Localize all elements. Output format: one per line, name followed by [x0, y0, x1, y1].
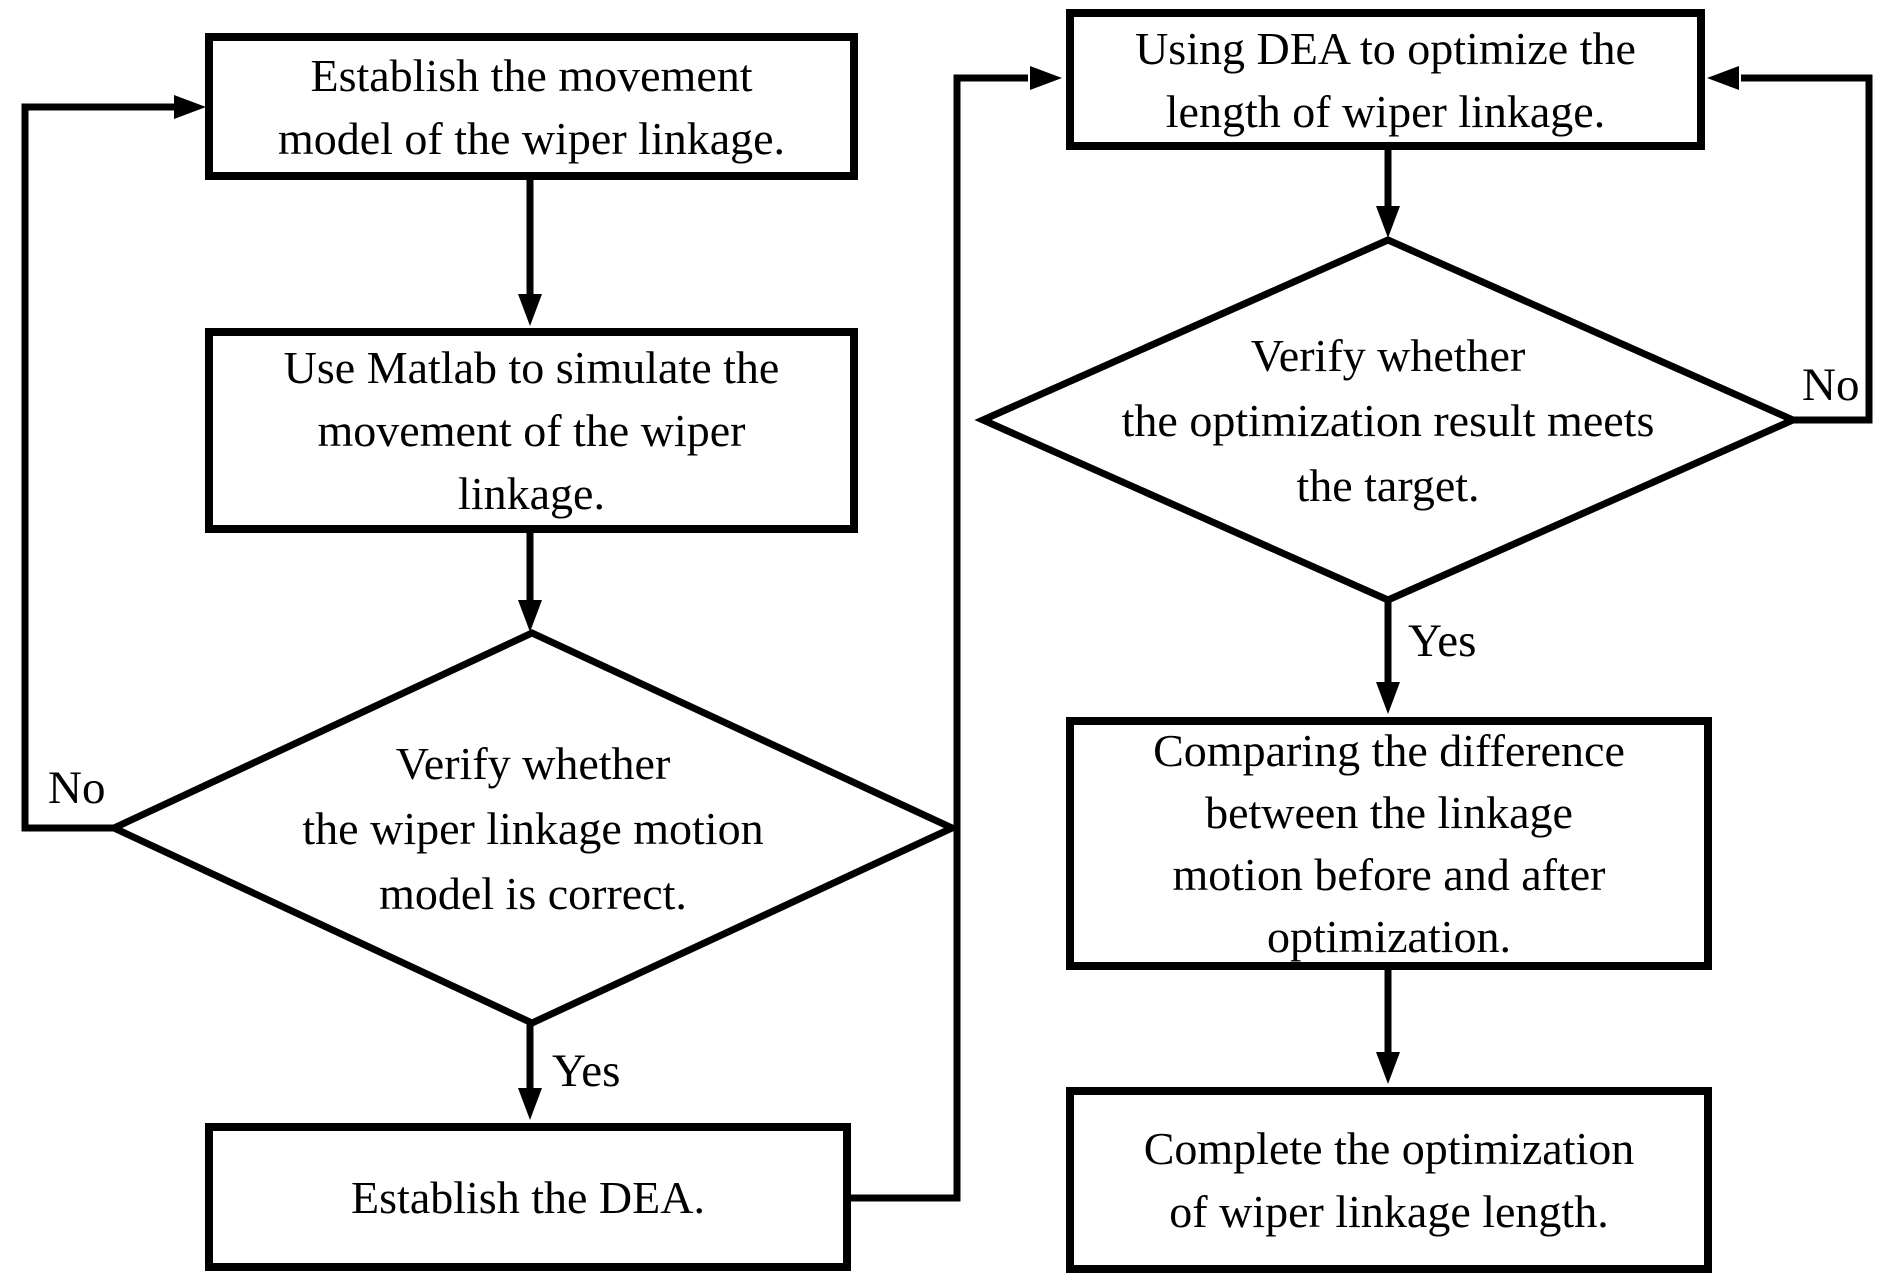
box-line: of wiper linkage length.: [1169, 1186, 1609, 1237]
process-box-matlab-simulation: Use Matlab to simulate the movement of t…: [205, 328, 858, 533]
arrow-yes-to-establish-dea: [518, 1023, 542, 1120]
no-branch-label-left: No: [48, 762, 106, 814]
process-box-using-dea: Using DEA to optimize the length of wipe…: [1066, 9, 1705, 150]
no-feedback-loop-left: [21, 95, 206, 832]
box-line: movement of the wiper: [317, 405, 746, 456]
no-feedback-loop-right: [1707, 66, 1873, 424]
no-branch-label-right: No: [1802, 359, 1860, 411]
box-line: between the linkage: [1205, 786, 1573, 838]
process-box-comparing: Comparing the difference between the lin…: [1066, 717, 1712, 970]
box-line: motion before and after: [1172, 848, 1606, 900]
box-line: optimization.: [1266, 910, 1511, 962]
box-line: Use Matlab to simulate the: [283, 342, 780, 393]
box-line: Comparing the difference: [1153, 724, 1625, 776]
box-line: Establish the movement: [310, 49, 753, 101]
box-line: linkage.: [458, 468, 605, 519]
arrow-comparing-to-complete: [1376, 970, 1400, 1084]
arrow-usingdea-to-verify-result: [1376, 150, 1400, 238]
box-line: Complete the optimization: [1143, 1123, 1635, 1174]
box-line: length of wiper linkage.: [1165, 85, 1606, 137]
arrow-matlab-to-verify: [518, 532, 542, 632]
box-line: model of the wiper linkage.: [277, 112, 786, 164]
process-box-establish-dea: Establish the DEA.: [205, 1123, 851, 1271]
process-box-establish-model: Establish the movement model of the wipe…: [205, 33, 858, 180]
arrow-establish-to-matlab: [518, 180, 542, 326]
arrow-yes-to-comparing: [1376, 600, 1400, 714]
yes-branch-label-right: Yes: [1408, 615, 1477, 667]
box-line: Using DEA to optimize the: [1135, 22, 1636, 74]
decision-diamond-verify-model: [105, 629, 961, 1027]
yes-branch-label-left: Yes: [552, 1045, 621, 1097]
connector-dea-to-using-dea: [847, 66, 1062, 1202]
box-line: Establish the DEA.: [351, 1171, 705, 1223]
decision-diamond-verify-result: [974, 236, 1802, 604]
process-box-complete: Complete the optimization of wiper linka…: [1066, 1087, 1712, 1273]
